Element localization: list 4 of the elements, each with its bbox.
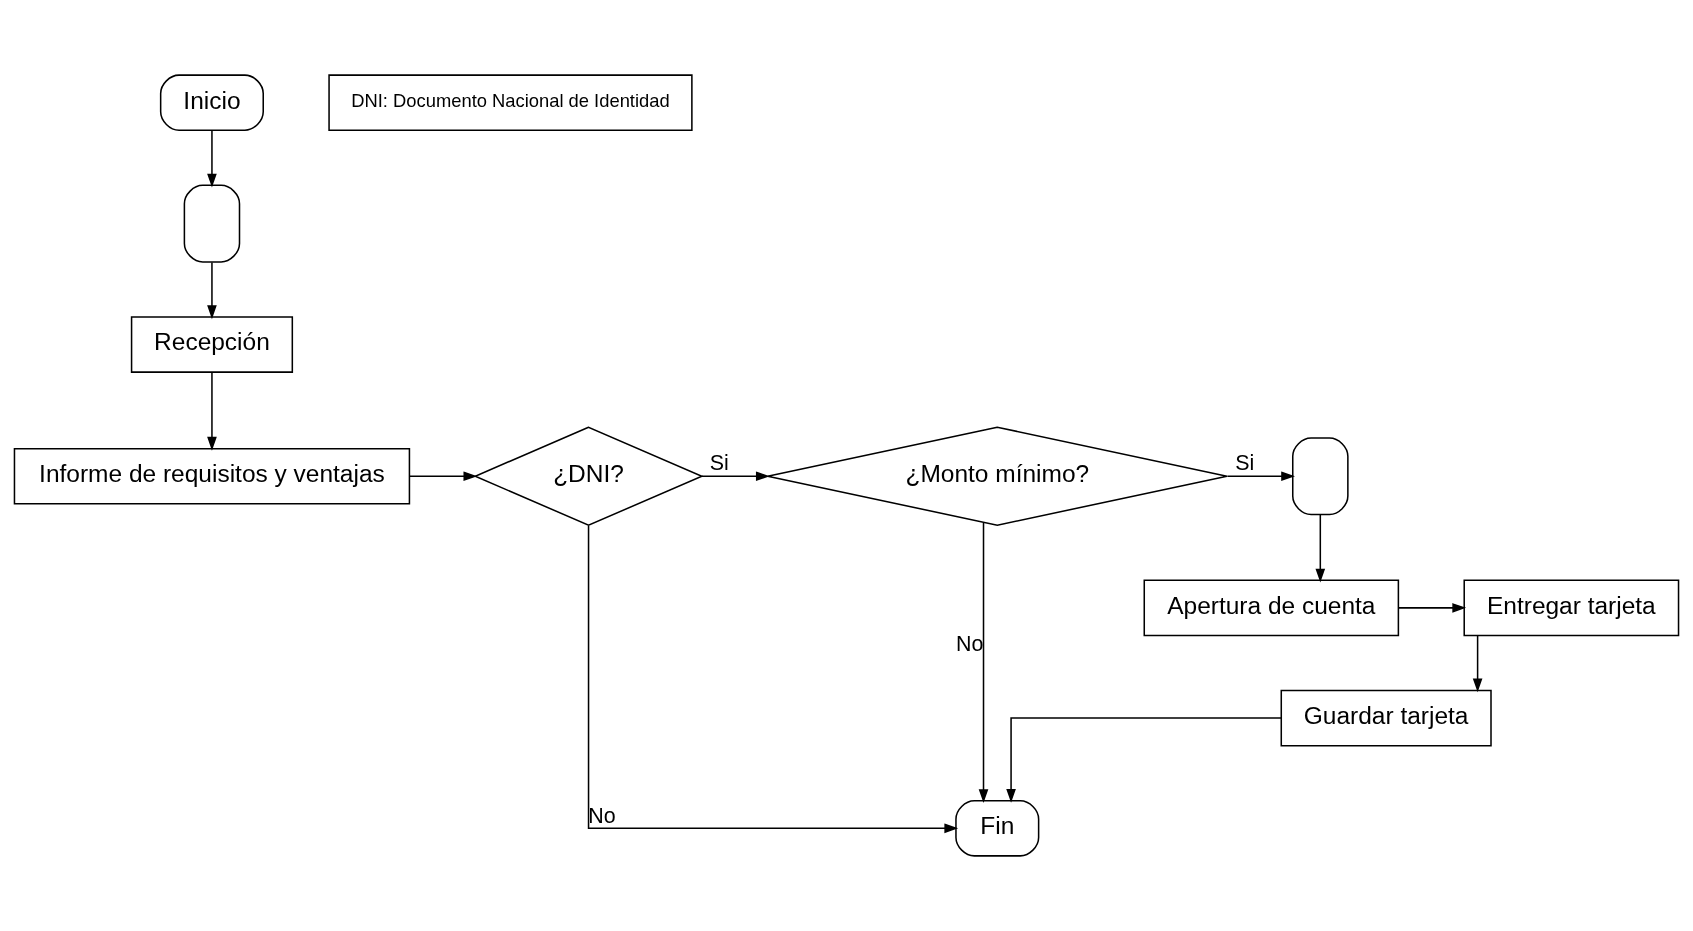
edge-label: No	[588, 803, 616, 828]
edge-label: No	[956, 631, 984, 656]
edge-label: Si	[1235, 451, 1255, 476]
edge-label: Si	[709, 451, 729, 476]
